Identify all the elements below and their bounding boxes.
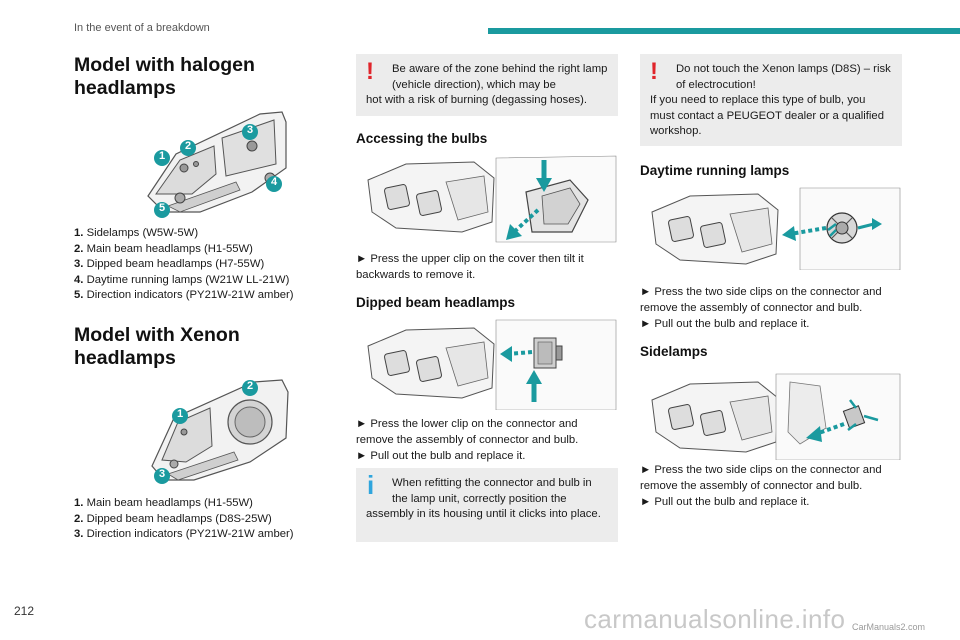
sidelamps-instruction-2: ► Pull out the bulb and replace it. [640, 496, 810, 508]
callout-5: 5 [158, 202, 166, 214]
xenon-title: Model with Xenon headlamps [74, 324, 240, 369]
callout-2: 2 [184, 140, 192, 152]
info-icon: i [367, 470, 375, 500]
warning-icon: ! [366, 58, 374, 85]
list-item: 2. Dipped beam headlamps (D8S-25W) [74, 512, 272, 525]
running-header: In the event of a breakdown [74, 22, 210, 34]
list-item: 3. Dipped beam headlamps (H7-55W) [74, 258, 265, 270]
dipped-instruction-2: ► Pull out the bulb and replace it. [356, 450, 526, 462]
drl-instruction-1: ► Press the two side clips on the connec… [640, 286, 882, 314]
watermark-small: CarManuals2.com [852, 622, 926, 632]
watermark: carmanualsonline.info [584, 604, 846, 634]
halogen-headlamp-illustration: 1 2 3 4 5 [140, 108, 290, 220]
dipped-beam-illustration [366, 316, 618, 410]
list-item: 1. Sidelamps (W5W-5W) [74, 227, 199, 239]
accessing-illustration [366, 152, 618, 244]
accessing-instruction: ► Press the upper clip on the cover then… [356, 253, 584, 281]
sidelamps-instruction-1: ► Press the two side clips on the connec… [640, 464, 882, 492]
list-item: 3. Direction indicators (PY21W-21W amber… [74, 528, 294, 540]
callout-3: 3 [246, 124, 254, 136]
list-item: 4. Daytime running lamps (W21W LL-21W) [74, 273, 290, 286]
halogen-bulb-list: 1. Sidelamps (W5W-5W) 2. Main beam headl… [74, 226, 334, 304]
refit-info: i When refitting the connector and bulb … [356, 468, 618, 542]
list-item: 2. Main beam headlamps (H1-55W) [74, 242, 253, 255]
drl-title: Daytime running lamps [640, 163, 790, 178]
column-left: Model with halogen headlamps [74, 54, 324, 100]
xenon-warning: ! Do not touch the Xenon lamps (D8S) – r… [640, 54, 902, 146]
sidelamps-illustration [650, 372, 902, 460]
warning-icon: ! [650, 58, 658, 85]
halogen-title: Model with halogen headlamps [74, 54, 255, 99]
dipped-instruction-1: ► Press the lower clip on the connector … [356, 418, 579, 446]
xenon-bulb-list: 1. Main beam headlamps (H1-55W) 2. Dippe… [74, 496, 334, 543]
drl-illustration [650, 184, 902, 270]
xenon-headlamp-illustration: 1 2 3 [144, 376, 294, 486]
sidelamps-title: Sidelamps [640, 344, 708, 359]
xenon-callout-3: 3 [158, 468, 166, 480]
list-item: 1. Main beam headlamps (H1-55W) [74, 497, 253, 509]
accessing-title: Accessing the bulbs [356, 131, 488, 146]
header-accent-bar [488, 28, 960, 34]
halogen-callouts [154, 124, 282, 218]
page-number: 212 [14, 604, 35, 618]
xenon-callout-1: 1 [176, 408, 184, 420]
xenon-callout-2: 2 [246, 380, 254, 392]
callout-1: 1 [158, 150, 166, 162]
rear-zone-warning: ! Be aware of the zone behind the right … [356, 54, 618, 116]
dipped-title: Dipped beam headlamps [356, 295, 516, 310]
callout-4: 4 [270, 176, 278, 188]
drl-instruction-2: ► Pull out the bulb and replace it. [640, 318, 810, 330]
list-item: 5. Direction indicators (PY21W-21W amber… [74, 289, 294, 301]
